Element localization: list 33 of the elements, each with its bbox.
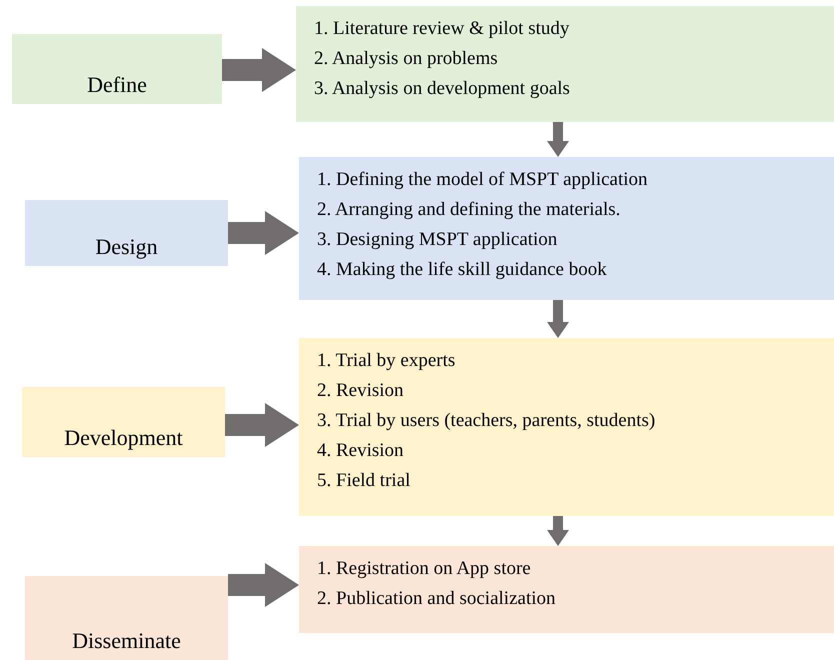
step-item: 2. Arranging and defining the materials. [317,198,622,222]
block-arrow [228,563,299,607]
stage-label: Design [95,232,158,260]
stage-box [22,387,225,457]
stage-label: Disseminate [72,626,181,654]
step-item: 2. Publication and socialization [317,587,557,611]
step-item: 4. Making the life skill guidance book [317,258,608,282]
block-arrow [547,122,569,157]
step-item: 3. Analysis on development goals [314,77,571,101]
stage-label: Define [87,70,147,98]
step-list-box [299,546,834,633]
step-item: 3. Designing MSPT application [317,228,558,252]
step-item: 5. Field trial [317,469,412,493]
block-arrow [228,211,299,255]
step-item: 2. Revision [317,379,405,403]
step-item: 1. Registration on App store [317,557,532,581]
stage-box [12,34,222,104]
step-list-box [299,338,834,516]
step-item: 1. Defining the model of MSPT application [317,168,649,192]
step-list-box [296,6,834,122]
stage-box [25,576,228,660]
stage-label: Development [64,424,183,451]
step-list-box [299,157,834,300]
stage-box [25,200,228,266]
block-arrow [547,516,569,546]
step-item: 1. Trial by experts [317,349,456,373]
block-arrow [222,48,296,92]
block-arrow [225,403,299,447]
block-arrow [547,300,569,338]
step-item: 2. Analysis on problems [314,47,499,71]
step-item: 3. Trial by users (teachers, parents, students) [317,409,656,433]
step-item: 1. Literature review & pilot study [314,17,570,41]
step-item: 4. Revision [317,439,405,463]
